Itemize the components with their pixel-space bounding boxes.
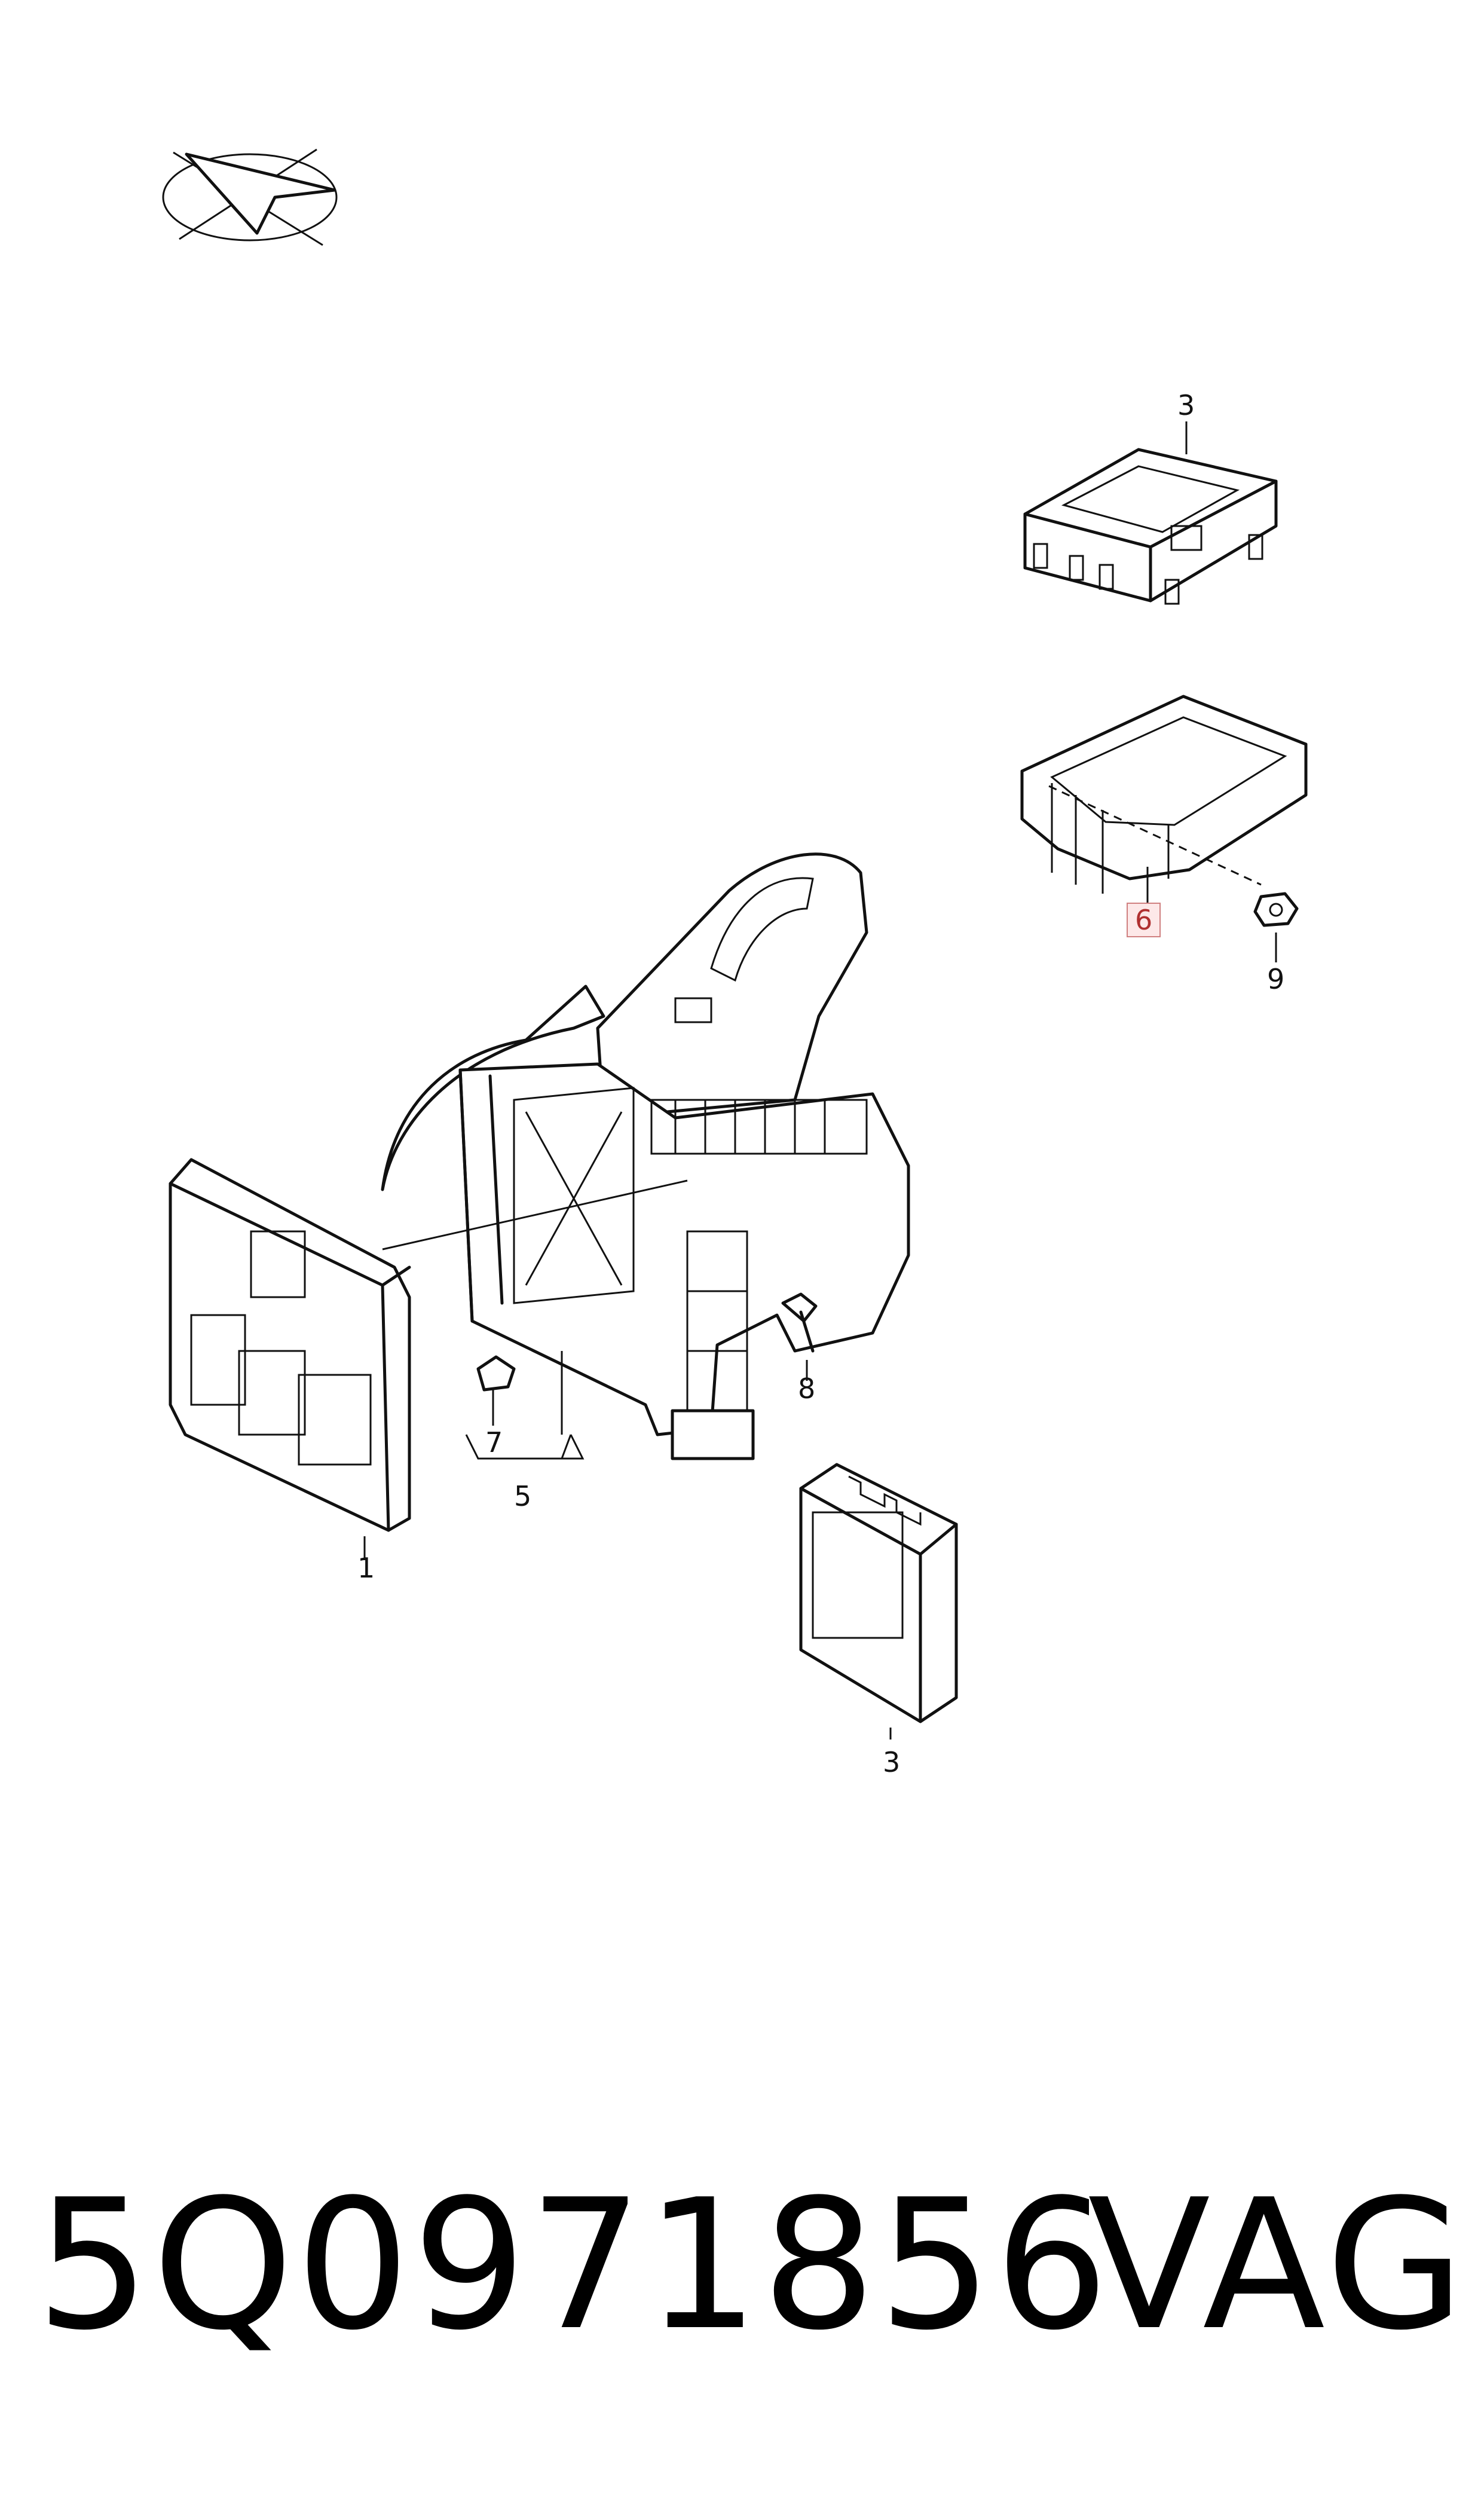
control-module-top [1023,421,1278,605]
control-module-bottom [799,1463,958,1740]
callout-6-highlighted: 6 [1127,903,1161,937]
brand-label: VAG [1088,2161,1468,2370]
part-number: 5Q0971856 [36,2161,1112,2370]
carrier-frame [381,852,910,1460]
screw [781,1292,818,1381]
callout-8: 8 [798,1372,816,1405]
module-bracket [1020,695,1308,903]
parts-diagram [162,148,1308,1740]
callout-5: 5 [514,1480,532,1512]
orientation-arrow-icon [162,148,338,246]
body-control-module [169,1158,688,1560]
clip [476,1355,516,1426]
callout-7: 7 [485,1426,503,1459]
callout-1: 1 [357,1552,375,1584]
callout-9: 9 [1267,963,1285,995]
callout-3-bottom: 3 [883,1746,901,1778]
nut [1253,892,1299,962]
callout-3-top: 3 [1177,389,1195,421]
